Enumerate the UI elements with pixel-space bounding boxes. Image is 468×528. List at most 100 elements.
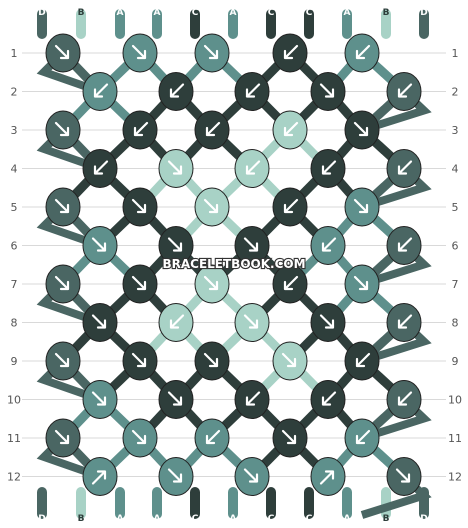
string-label-top: D: [420, 8, 427, 18]
arrow-down-left-icon: [321, 391, 337, 406]
knot: [122, 264, 158, 304]
knot: [386, 380, 422, 419]
arrow-down-left-icon: [355, 352, 371, 368]
arrow-down-left-icon: [169, 83, 185, 98]
arrow-down-left-icon: [205, 429, 221, 445]
arrow-down-left-icon: [397, 160, 413, 175]
arrow-down-left-icon: [397, 237, 413, 252]
knot: [158, 457, 194, 496]
knot: [82, 457, 118, 496]
string-label-bottom: C: [306, 514, 313, 524]
arrow-down-left-icon: [169, 314, 185, 329]
knot: [344, 418, 380, 458]
knot: [234, 226, 270, 265]
arrow-down-left-icon: [397, 83, 413, 98]
string-label-top: A: [117, 8, 124, 18]
knot: [122, 187, 158, 227]
knot: [82, 303, 118, 342]
knot: [234, 149, 270, 188]
arrow-down-right-icon: [54, 121, 70, 137]
knot: [310, 226, 346, 265]
arrow-down-left-icon: [283, 44, 299, 60]
knot: [344, 187, 380, 227]
row-label-left: 5: [11, 201, 18, 214]
arrow-down-right-icon: [281, 352, 297, 368]
knot: [82, 380, 118, 419]
arrow-down-right-icon: [203, 352, 219, 368]
string-label-bottom: A: [117, 514, 124, 524]
knot: [272, 341, 308, 381]
arrow-down-left-icon: [205, 121, 221, 137]
row-label-left: 4: [11, 163, 18, 176]
knot: [234, 303, 270, 342]
knot: [158, 380, 194, 419]
arrow-down-left-icon: [321, 237, 337, 252]
string-label-top: A: [344, 8, 351, 18]
arrow-down-right-icon: [353, 275, 369, 291]
arrow-down-left-icon: [245, 83, 261, 98]
arrow-down-left-icon: [283, 198, 299, 214]
arrow-down-right-icon: [353, 121, 369, 137]
knot: [194, 418, 230, 458]
knot: [272, 110, 308, 150]
row-label-left: 8: [11, 317, 18, 330]
row-label-right: 6: [452, 240, 459, 253]
row-label-right: 1: [452, 47, 459, 60]
arrow-down-right-icon: [243, 237, 259, 252]
knot: [344, 110, 380, 150]
knot: [272, 33, 308, 73]
knot: [194, 187, 230, 227]
arrow-down-right-icon: [91, 237, 107, 252]
arrow-down-right-icon: [131, 198, 147, 214]
knot: [45, 110, 81, 150]
string-label-top: B: [383, 8, 390, 18]
knot: [45, 418, 81, 458]
row-label-left: 2: [11, 86, 18, 99]
string-label-top: D: [38, 8, 45, 18]
string-label-bottom: C: [268, 514, 275, 524]
row-label-left: 7: [11, 278, 18, 291]
knot: [82, 226, 118, 265]
arrow-down-right-icon: [395, 468, 411, 483]
row-label-left: 1: [11, 47, 18, 60]
arrow-down-right-icon: [203, 275, 219, 291]
string-label-bottom: B: [78, 514, 85, 524]
knot: [158, 72, 194, 111]
row-label-right: 4: [452, 163, 459, 176]
string-label-bottom: A: [154, 514, 161, 524]
knot: [122, 33, 158, 73]
row-label-right: 9: [452, 355, 459, 368]
row-label-right: 8: [452, 317, 459, 330]
row-label-left: 3: [11, 124, 18, 137]
knot: [194, 110, 230, 150]
row-label-right: 2: [452, 86, 459, 99]
string-label-top: A: [154, 8, 161, 18]
knot: [82, 72, 118, 111]
arrow-down-right-icon: [91, 314, 107, 329]
arrow-down-right-icon: [281, 429, 297, 445]
arrow-down-right-icon: [353, 198, 369, 214]
knot: [344, 33, 380, 73]
row-label-left: 6: [11, 240, 18, 253]
knot: [194, 264, 230, 304]
arrow-down-right-icon: [319, 83, 335, 98]
arrow-down-left-icon: [93, 83, 109, 98]
string-label-top: A: [230, 8, 237, 18]
knot: [310, 149, 346, 188]
arrow-down-left-icon: [355, 44, 371, 60]
string-label-bottom: C: [192, 514, 199, 524]
row-label-right: 5: [452, 201, 459, 214]
row-label-right: 3: [452, 124, 459, 137]
knot: [386, 226, 422, 265]
string-label-bottom: D: [38, 514, 45, 524]
knot: [45, 341, 81, 381]
arrow-down-right-icon: [131, 44, 147, 60]
arrow-down-right-icon: [167, 391, 183, 406]
arrow-down-right-icon: [54, 275, 70, 291]
string-label-bottom: A: [230, 514, 237, 524]
arrow-down-right-icon: [54, 429, 70, 445]
arrow-up-right-icon: [319, 470, 335, 485]
arrow-down-right-icon: [243, 468, 259, 483]
